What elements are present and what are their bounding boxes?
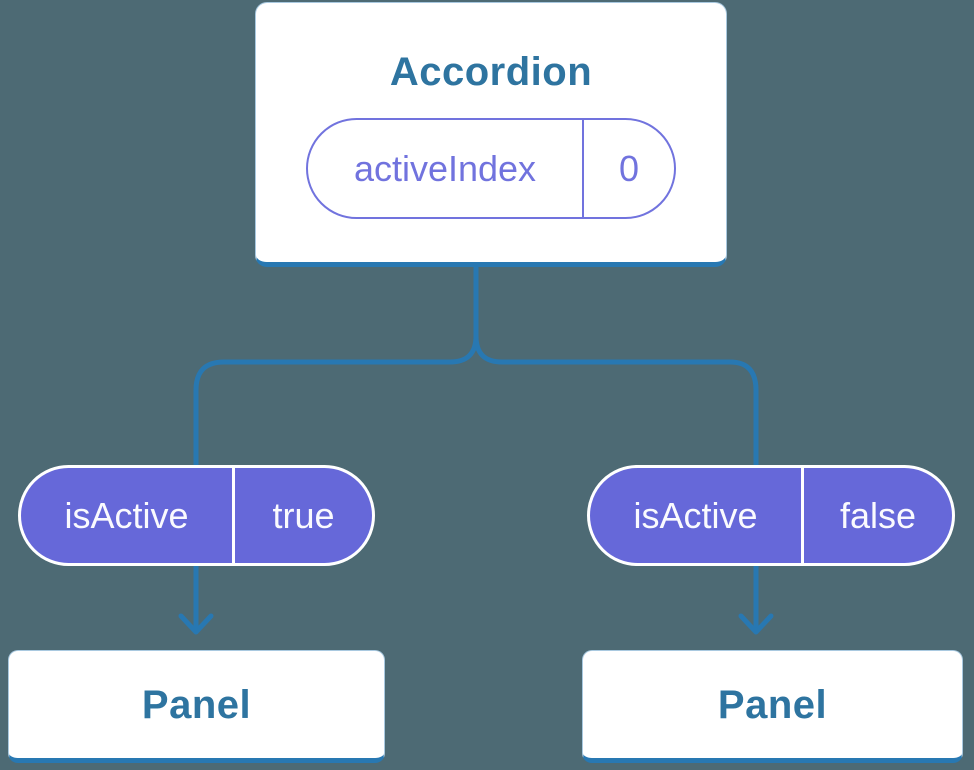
prop-pill-value: true [272, 494, 335, 536]
prop-pill-name: isActive [633, 494, 758, 536]
prop-pill-isactive-false: isActive false [587, 465, 955, 566]
prop-pill-divider [232, 468, 235, 563]
panel-node-title: Panel [717, 682, 828, 727]
panel-node-right: Panel [582, 650, 963, 763]
panel-node-title: Panel [141, 682, 252, 727]
prop-pill-value: false [839, 494, 917, 536]
prop-pill-isactive-true: isActive true [18, 465, 375, 566]
branch-line-left [193, 265, 479, 633]
prop-pill-name: isActive [64, 494, 189, 536]
panel-node-left: Panel [8, 650, 385, 763]
state-pill-value: 0 [618, 147, 640, 189]
branch-line-right [473, 265, 759, 633]
arrow-down-icon-right [738, 613, 774, 635]
prop-pill-divider [801, 468, 804, 563]
state-pill-divider [582, 120, 584, 217]
arrow-down-icon-left [178, 613, 214, 635]
accordion-node-title: Accordion [389, 50, 593, 94]
state-pill-name: activeIndex [353, 147, 537, 189]
accordion-node: Accordion activeIndex 0 [255, 2, 727, 267]
state-pill-activeindex: activeIndex 0 [306, 118, 676, 219]
